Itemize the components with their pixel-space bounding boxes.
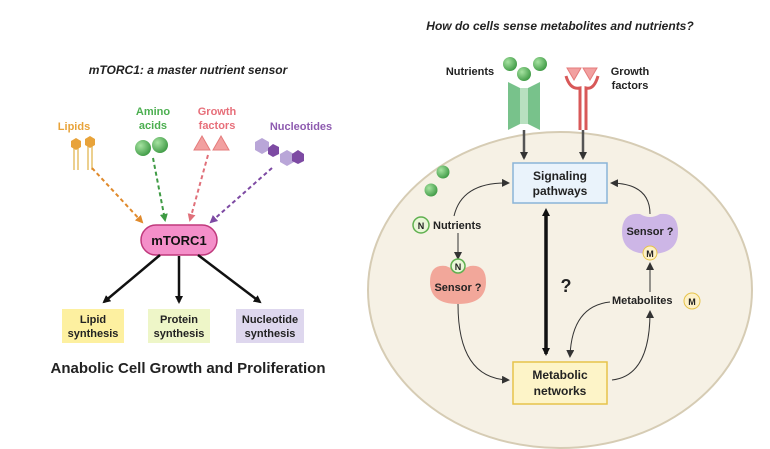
sensor-n-badge: [450, 258, 466, 274]
amino-acids-label-line2: acids: [139, 120, 167, 132]
nucleotide-synthesis-arrow: [197, 254, 262, 304]
inner-nutrient-particles-icon: [424, 165, 450, 197]
protein-synthesis-box: [148, 309, 210, 343]
protein-synthesis-line2: synthesis: [154, 328, 205, 340]
metabolites-to-metabolic-arrow: [566, 301, 611, 358]
sensor-n-badge-label: N: [455, 262, 462, 272]
sensor-left-shape: [430, 265, 486, 304]
signaling-pathways-line2: pathways: [533, 184, 588, 198]
metabolites-label: Metabolites: [612, 295, 673, 307]
lipid-icon: [71, 136, 95, 170]
right-panel-title: How do cells sense metabolites and nutri…: [426, 19, 694, 33]
nutrients-to-signaling-arrow: [453, 178, 510, 217]
growth-factors-arrow: [187, 154, 209, 222]
lipids-arrow: [91, 167, 144, 224]
growth-factor-icon: [193, 134, 230, 151]
signaling-pathways-line1: Signaling: [533, 169, 587, 183]
nucleotide-synthesis-line1: Nucleotide: [242, 314, 298, 326]
protein-synthesis-line1: Protein: [160, 314, 198, 326]
nucleotide-icon: [255, 138, 304, 166]
nutrient-particles-icon: [503, 57, 547, 81]
nucleotides-label: Nucleotides: [270, 121, 332, 133]
left-panel-footer: Anabolic Cell Growth and Proliferation: [50, 360, 325, 377]
metabolite-m-badge: [683, 292, 701, 310]
metabolic-networks-line1: Metabolic: [532, 368, 588, 382]
left-panel-title: mTORC1: a master nutrient sensor: [89, 63, 289, 77]
growth-factors-label-line2: factors: [199, 120, 236, 132]
nutrient-transporter-icon: [508, 82, 540, 130]
mtorc1-node: [140, 224, 218, 256]
nucleotide-synthesis-line2: synthesis: [245, 328, 296, 340]
sensor-m-badge: [642, 245, 658, 261]
lipid-synthesis-box: [62, 309, 124, 343]
nucleotides-arrow: [209, 167, 273, 224]
nucleotide-synthesis-box: [236, 309, 304, 343]
lipids-label: Lipids: [58, 121, 90, 133]
lipid-synthesis-arrow: [102, 254, 161, 304]
mtorc1-label: mTORC1: [151, 233, 206, 248]
metabolic-networks-box: [512, 361, 608, 405]
sensor-right-shape: [622, 213, 678, 254]
left-panel: mTORC1: a master nutrient sensor Lipids …: [50, 63, 332, 377]
lipid-synthesis-line1: Lipid: [80, 314, 106, 326]
sensor-right-label: Sensor ?: [626, 226, 673, 238]
amino-acid-icon: [135, 137, 168, 156]
metabolite-m-badge-label: M: [688, 297, 696, 307]
sensor-left-label: Sensor ?: [434, 282, 481, 294]
growth-factor-receptor-icon: [564, 75, 600, 130]
question-mark: ?: [561, 276, 572, 296]
nutrient-n-badge-label: N: [418, 221, 425, 231]
nutrient-n-badge: [412, 216, 430, 234]
nutrients-inner-label: Nutrients: [433, 220, 481, 232]
signaling-pathways-box: [512, 162, 608, 204]
metabolic-networks-line2: networks: [534, 384, 587, 398]
amino-acids-label-line1: Amino: [136, 106, 171, 118]
growth-factor-triangles-icon: [566, 67, 598, 81]
amino-acids-arrow: [152, 157, 168, 222]
growth-factors-label-line1: Growth: [198, 106, 237, 118]
cell-body: [367, 131, 753, 449]
lipid-synthesis-line2: synthesis: [68, 328, 119, 340]
right-panel: How do cells sense metabolites and nutri…: [367, 19, 753, 449]
sensor-to-metabolic-arrow: [457, 303, 510, 384]
growth-factors-right-line2: factors: [612, 80, 649, 92]
sensor-to-signaling-arrow: [610, 179, 651, 215]
sensor-m-badge-label: M: [646, 249, 654, 259]
nutrients-label: Nutrients: [446, 66, 494, 78]
growth-factors-right-line1: Growth: [611, 66, 650, 78]
metabolic-to-metabolites-arrow: [611, 310, 654, 381]
